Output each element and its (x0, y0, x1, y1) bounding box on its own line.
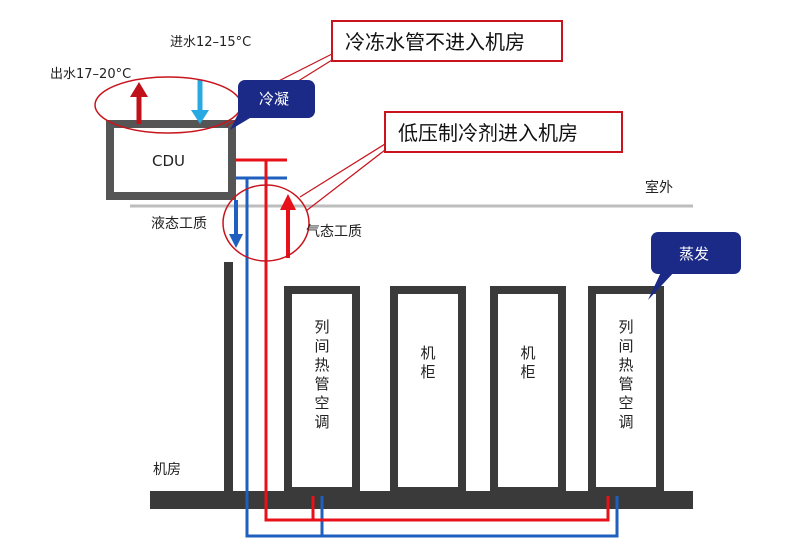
outdoor-label: 室外 (645, 179, 673, 196)
callout-pointer (299, 143, 386, 198)
evaporate-badge: 蒸发 (648, 232, 741, 300)
rack-unit: 机柜 (490, 286, 566, 495)
condense-label: 冷凝 (259, 90, 289, 108)
wall-post (224, 262, 233, 491)
rack-unit-label: 列间热管空调 (314, 318, 329, 431)
liquid-flow-arrow (229, 200, 243, 248)
liquid-pipe (245, 178, 619, 538)
rack-unit: 列间热管空调 (284, 286, 360, 495)
rack-units: 列间热管空调 机柜 机柜 列间热管空调 (284, 286, 664, 495)
floor-slab (150, 491, 693, 509)
callout-2-text: 低压制冷剂进入机房 (398, 121, 578, 145)
callout-box-2 (384, 111, 623, 153)
refrigerant-highlight (222, 184, 310, 262)
cdu-box (106, 120, 236, 200)
condense-badge: 冷凝 (230, 80, 315, 130)
liquid-label: 液态工质 (151, 216, 207, 232)
rack-unit: 列间热管空调 (588, 286, 664, 495)
callout-pointer (305, 149, 386, 212)
rack-unit-label: 机柜 (520, 344, 535, 381)
rack-unit-label: 列间热管空调 (618, 318, 633, 431)
machine-room-label: 机房 (153, 462, 181, 478)
water-in-label: 进水12–15°C (170, 35, 251, 50)
water-in-arrow (191, 80, 209, 124)
water-out-label: 出水17–20°C (50, 67, 131, 82)
cdu-label: CDU (152, 152, 185, 170)
gas-label: 气态工质 (306, 224, 362, 240)
callout-box-1 (331, 20, 563, 62)
water-out-arrow (130, 82, 148, 124)
rack-unit: 机柜 (390, 286, 466, 495)
evaporate-label: 蒸发 (679, 245, 709, 263)
gas-flow-arrow (280, 194, 296, 258)
callout-1-text: 冷冻水管不进入机房 (345, 30, 525, 54)
gas-pipe (264, 160, 610, 522)
rack-unit-label: 机柜 (420, 344, 435, 381)
